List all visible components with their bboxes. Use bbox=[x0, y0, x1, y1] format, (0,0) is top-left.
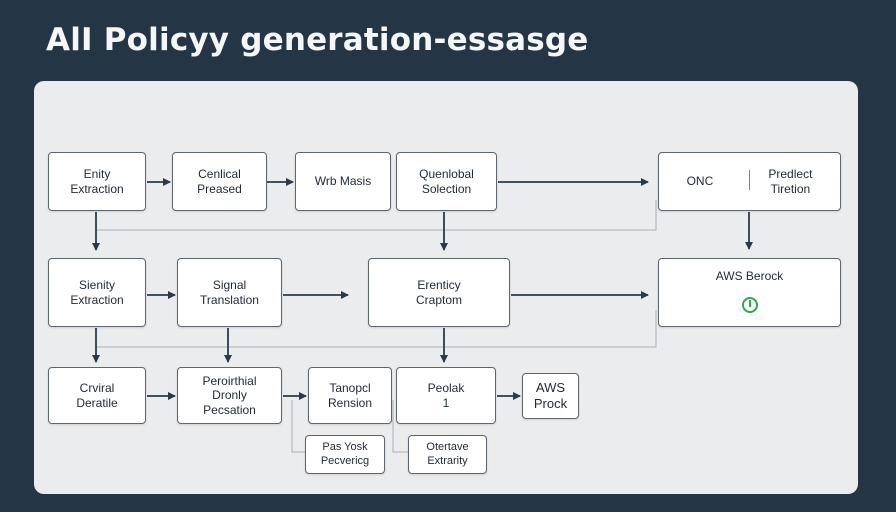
node-otertave-extrarity: Otertave Extrarity bbox=[408, 435, 487, 474]
node-divider bbox=[749, 170, 750, 190]
node-entity-extraction: Enity Extraction bbox=[48, 152, 146, 211]
node-erentics-craptom: Erenticy Craptom bbox=[368, 258, 510, 327]
node-label: Quenlobal Solection bbox=[419, 167, 474, 196]
node-label: Otertave Extrarity bbox=[426, 441, 469, 467]
power-icon bbox=[741, 297, 758, 314]
node-signal-translation: Signal Translation bbox=[177, 258, 282, 327]
node-cenical-preased: Cenlical Preased bbox=[172, 152, 267, 211]
node-crviral-deratile: Crviral Deratile bbox=[48, 367, 146, 424]
page-title: AlI Policyy generation-essasge bbox=[46, 22, 589, 58]
node-label: Crviral Deratile bbox=[76, 381, 118, 410]
node-label: Pas Yosk Pecvericg bbox=[320, 441, 370, 467]
node-label-onc: ONC bbox=[686, 174, 714, 189]
node-label: Signal Translation bbox=[200, 278, 259, 307]
node-label: Peolak 1 bbox=[427, 381, 465, 410]
node-tanopcl-rension: Tanopcl Rension bbox=[308, 367, 392, 424]
node-label: AWS Berock bbox=[715, 269, 784, 283]
node-label-predect: Predlect Tiretion bbox=[768, 167, 813, 196]
node-label: Peroirthial Dronly Pecsation bbox=[202, 373, 257, 417]
node-label: Erenticy Craptom bbox=[415, 278, 462, 307]
flow-arrows bbox=[92, 178, 753, 400]
route-lines bbox=[96, 200, 657, 453]
node-label: Sienity Extraction bbox=[70, 278, 124, 307]
node-aws-berock: AWS Berock bbox=[658, 258, 841, 327]
node-label: Wrb Masis bbox=[314, 174, 372, 189]
node-pas-ysok-pecvericg: Pas Yosk Pecvericg bbox=[305, 435, 385, 474]
node-aws-prock: AWS Prock bbox=[522, 373, 579, 419]
node-quentlobal-solection: Quenlobal Solection bbox=[396, 152, 497, 211]
node-label: Tanopcl Rension bbox=[327, 381, 373, 410]
node-label: AWS Prock bbox=[533, 380, 568, 411]
node-peroirthial-pecsation: Peroirthial Dronly Pecsation bbox=[177, 367, 282, 424]
node-label: Enity Extraction bbox=[70, 167, 124, 196]
node-sienity-extraction: Sienity Extraction bbox=[48, 258, 146, 327]
node-wrb-masis: Wrb Masis bbox=[295, 152, 391, 211]
node-label: Cenlical Preased bbox=[197, 167, 242, 196]
node-peolak-1: Peolak 1 bbox=[396, 367, 496, 424]
